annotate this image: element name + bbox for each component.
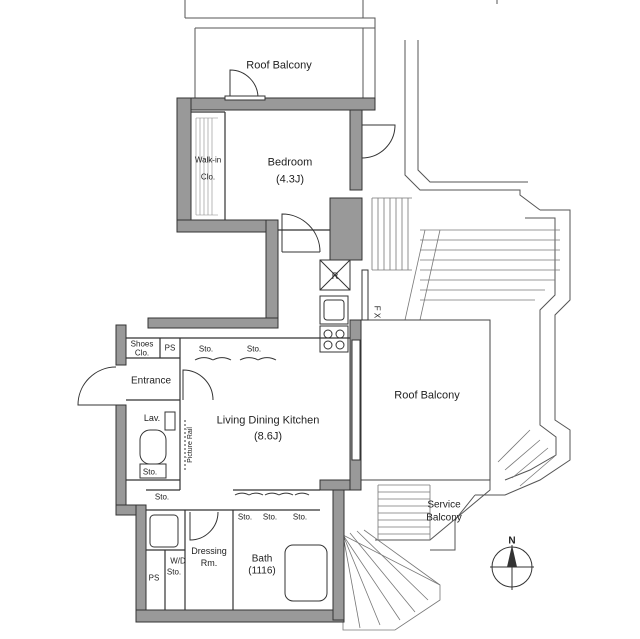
storage-1-label: Sto. — [198, 344, 214, 354]
ldk-label: Living Dining Kitchen — [216, 414, 320, 427]
service-label: Service — [427, 499, 461, 511]
entrance-label: Entrance — [130, 375, 172, 387]
storage-4-label: Sto. — [237, 512, 253, 522]
storage-3-label: Sto. — [154, 492, 170, 502]
terrace-outlines — [184, 0, 571, 551]
bath-size: (1116) — [248, 565, 276, 577]
bedroom-label: Bedroom — [267, 156, 313, 169]
fx-label: F X — [372, 305, 382, 319]
dressing-label: Dressing — [191, 545, 227, 556]
lav-label: Lav. — [143, 412, 161, 423]
picture-rail-label: Picture Rail — [186, 427, 194, 463]
right-balcony-outline — [360, 319, 491, 481]
refrigerator-outline — [319, 259, 351, 291]
wd-storage-label: Sto. — [166, 567, 182, 577]
bathtub-icon — [284, 544, 328, 602]
walk-in-label: Walk-in — [194, 155, 222, 165]
stove-burner-icon — [319, 325, 349, 353]
shoes-label: Shoes — [130, 339, 154, 349]
walk-in-clo-label: Clo. — [200, 172, 216, 182]
stair-hatching — [342, 197, 560, 631]
kitchen-sink-icon — [319, 295, 349, 325]
north-compass-icon — [490, 545, 534, 590]
roof-balcony-top-label: Roof Balcony — [246, 59, 312, 72]
shoes-clo-label: Clo. — [134, 348, 150, 358]
storage-6-label: Sto. — [292, 512, 308, 522]
storage-5-label: Sto. — [262, 512, 278, 522]
walk-in-closet-hatching — [195, 117, 218, 216]
lav-basin-icon — [164, 411, 176, 431]
refrigerator-label: R — [331, 270, 339, 281]
toilet-fixtures — [139, 411, 186, 479]
storage-2-label: Sto. — [246, 344, 262, 354]
roof-balcony-right-label: Roof Balcony — [394, 389, 460, 402]
ps-top-label: PS — [164, 343, 176, 353]
toilet-storage-label: Sto. — [142, 467, 158, 477]
partitions — [126, 111, 350, 610]
bedroom-size: (4.3J) — [275, 173, 305, 186]
dressing-rm-label: Rm. — [200, 557, 218, 568]
windows — [224, 95, 369, 461]
kitchen — [319, 259, 351, 353]
bath-label: Bath — [251, 553, 273, 565]
north-label: N — [508, 535, 516, 547]
ldk-size: (8.6J) — [253, 430, 283, 443]
washbasin-icon — [149, 514, 179, 548]
toilet-icon — [139, 429, 167, 465]
doors — [77, 69, 396, 541]
service-balcony-label: Balcony — [426, 512, 462, 524]
bath-fixtures — [149, 514, 328, 602]
walls — [115, 97, 376, 623]
wd-label: W/D — [170, 556, 186, 566]
ps-bottom-label: PS — [148, 573, 160, 583]
